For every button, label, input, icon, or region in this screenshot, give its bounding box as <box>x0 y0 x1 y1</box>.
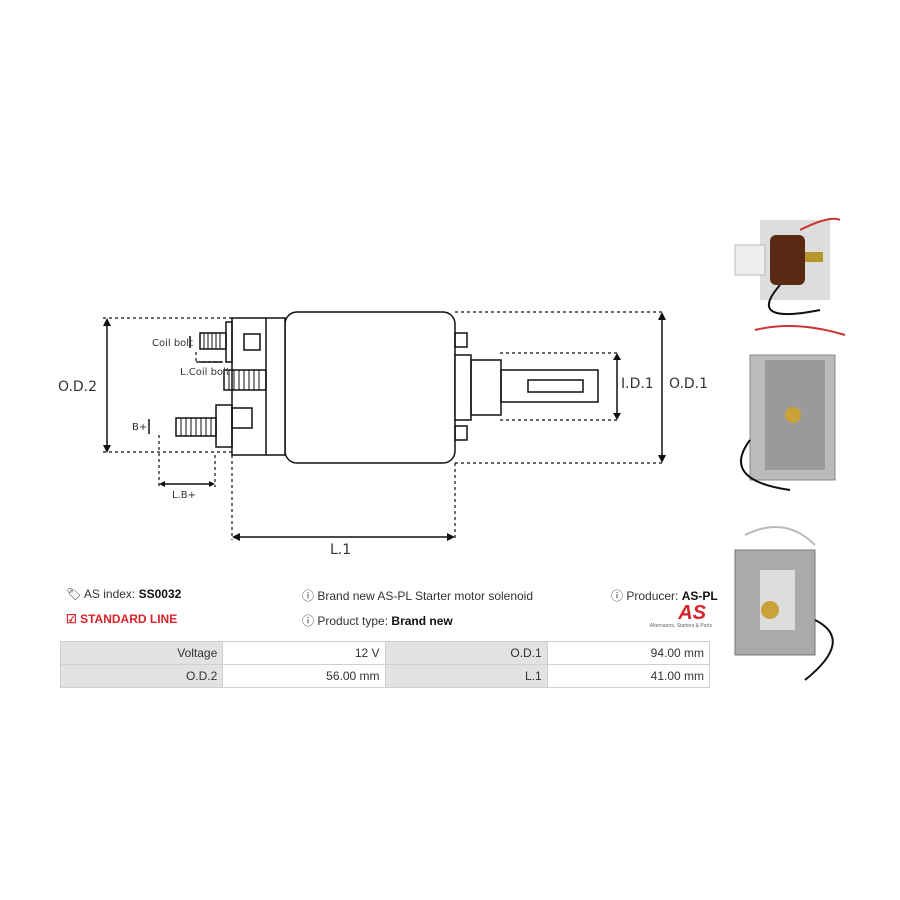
specs-table: Voltage 12 V O.D.1 94.00 mm O.D.2 56.00 … <box>59 641 711 688</box>
table-row: Voltage 12 V O.D.1 94.00 mm <box>59 641 711 665</box>
spec-value: 94.00 mm <box>546 641 711 665</box>
l1-label: L.1 <box>330 542 351 558</box>
product-type-label: Product type: <box>317 614 389 628</box>
tag-icon: 🏷 <box>66 587 82 601</box>
product-type-value: Brand new <box>391 614 453 628</box>
description-text: Brand new AS-PL Starter motor solenoid <box>317 589 534 603</box>
b-plus-label: B+ <box>132 422 147 433</box>
standard-line-badge: ☑ STANDARD LINE <box>66 612 177 626</box>
product-type: ⓘ Product type: Brand new <box>302 612 453 629</box>
od2-label: O.D.2 <box>58 379 97 395</box>
checkbox-icon: ☑ <box>66 612 77 626</box>
logo-tagline: Alternators, Starters & Parts <box>649 623 712 629</box>
photo-back-view <box>740 325 846 491</box>
info-icon: ⓘ <box>611 589 624 603</box>
producer-label: Producer: <box>626 589 679 603</box>
photo-side-view <box>734 217 841 316</box>
info-icon: ⓘ <box>302 614 315 628</box>
as-pl-logo: AS Alternators, Starters & Parts <box>636 603 712 633</box>
l-b-plus-label: L.B+ <box>172 490 196 501</box>
coil-bolt-label: Coil bolt <box>152 338 193 349</box>
spec-label: Voltage <box>59 641 224 665</box>
as-index-label: AS index: <box>83 587 136 601</box>
description: ⓘ Brand new AS-PL Starter motor solenoid <box>302 587 533 604</box>
as-index-value: SS0032 <box>138 587 182 601</box>
table-row: O.D.2 56.00 mm L.1 41.00 mm <box>59 664 711 688</box>
id1-label: I.D.1 <box>621 376 654 392</box>
spec-label: L.1 <box>384 664 548 688</box>
spec-label: O.D.2 <box>59 664 224 688</box>
as-index: 🏷 AS index: SS0032 <box>66 587 181 601</box>
product-photos <box>734 217 846 681</box>
spec-value: 56.00 mm <box>222 664 386 688</box>
producer: ⓘ Producer: AS-PL <box>611 587 718 604</box>
solenoid-diagram: Coil bolt L.Coil bolt B+ L.B+ O.D.2 O.D.… <box>58 311 708 558</box>
info-icon: ⓘ <box>302 589 315 603</box>
od1-label: O.D.1 <box>669 376 708 392</box>
logo-mark: AS <box>678 602 706 624</box>
spec-value: 41.00 mm <box>546 664 711 688</box>
photo-front-view <box>734 526 834 681</box>
spec-value: 12 V <box>222 641 386 665</box>
l-coil-bolt-label: L.Coil bolt <box>180 367 230 378</box>
standard-line-label: STANDARD LINE <box>80 612 178 626</box>
spec-label: O.D.1 <box>384 641 548 665</box>
producer-value: AS-PL <box>681 589 718 603</box>
